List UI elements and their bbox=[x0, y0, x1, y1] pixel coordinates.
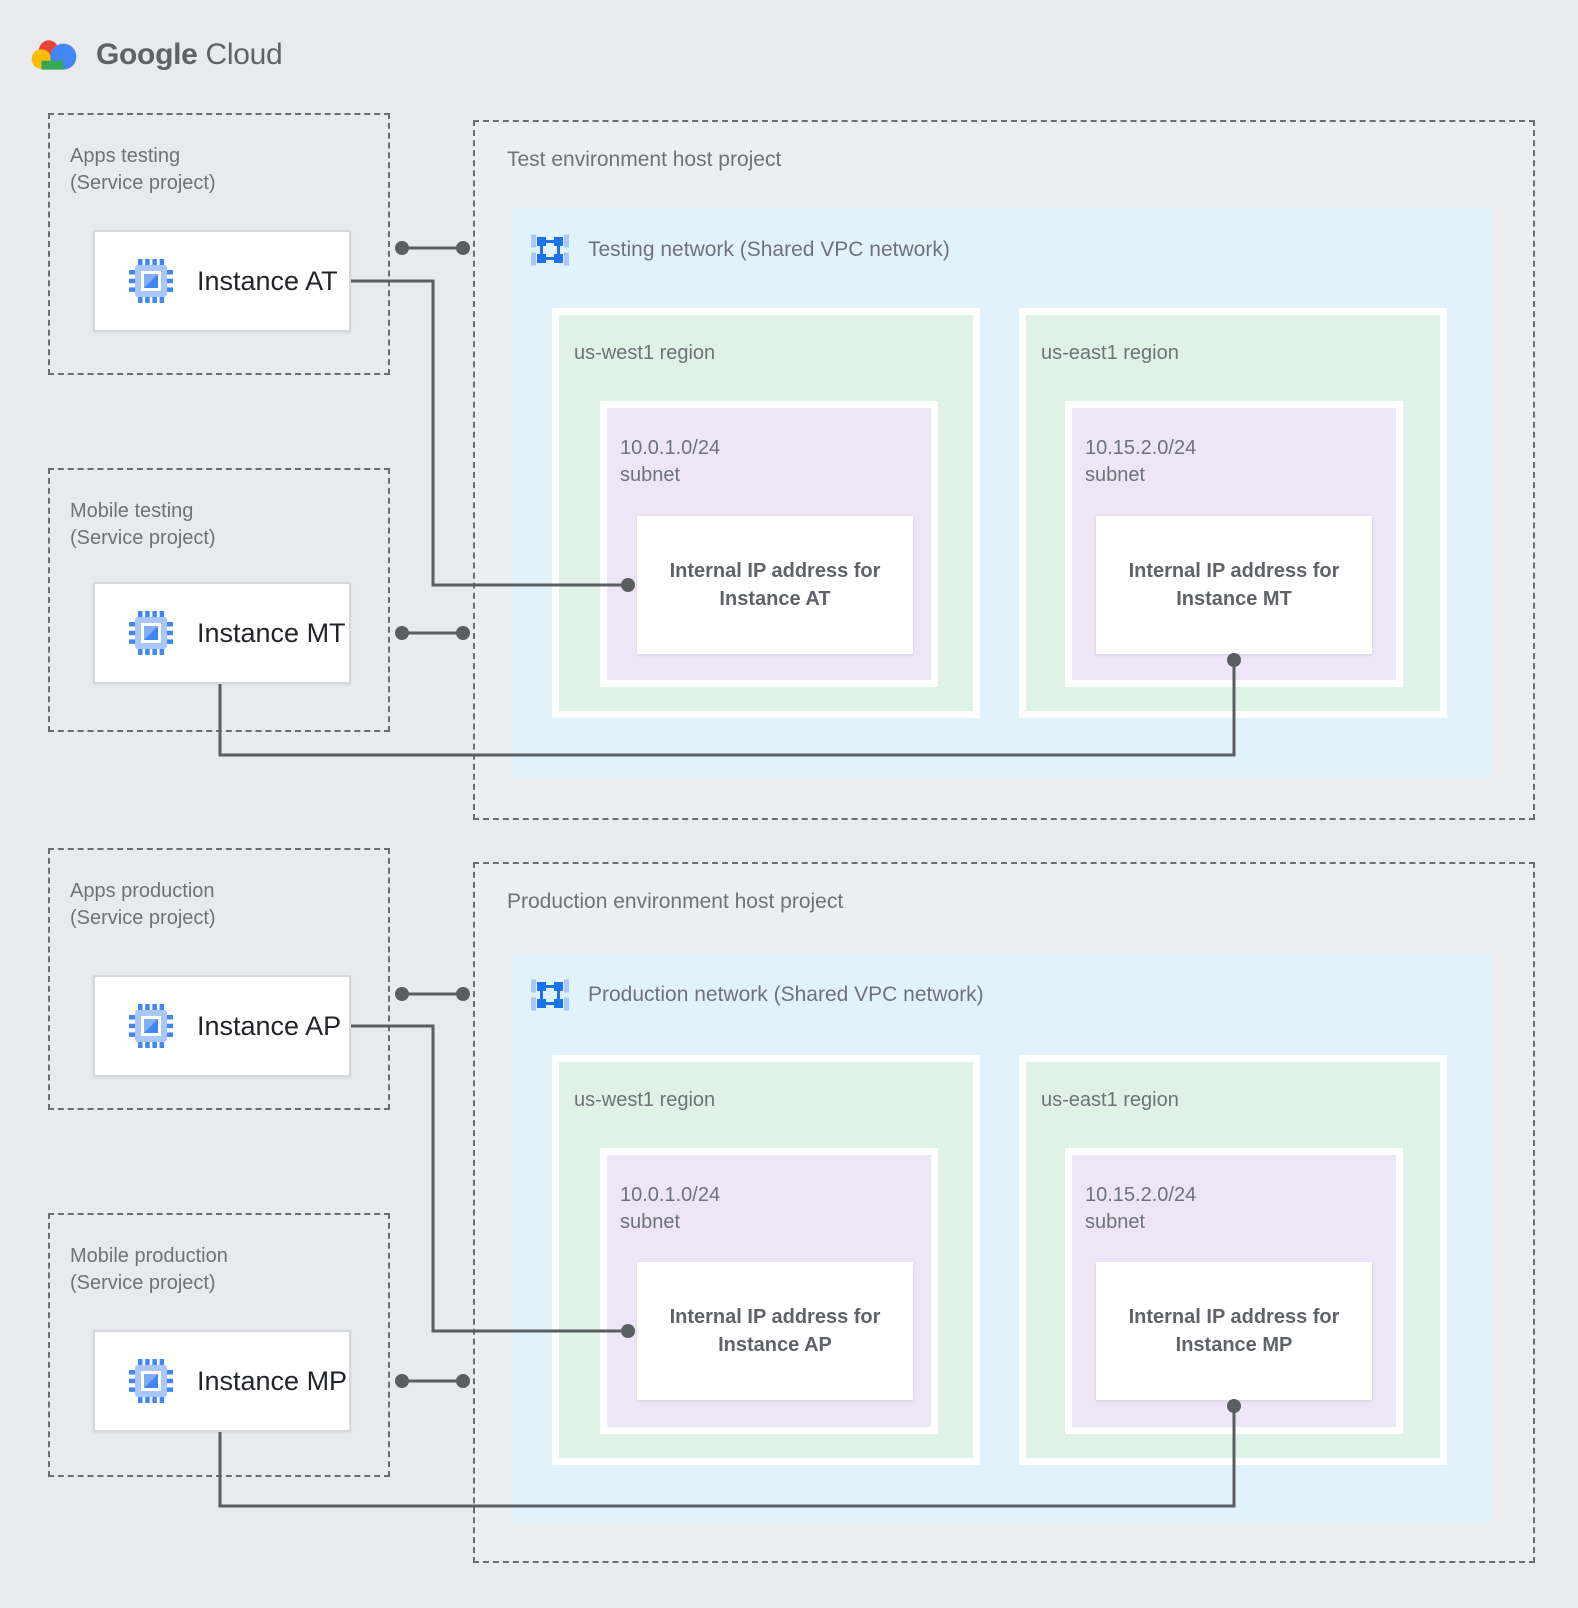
ip-line2: Instance AT bbox=[719, 588, 831, 610]
service-project-label: Mobile production (Service project) bbox=[70, 1243, 228, 1297]
ip-line1: Internal IP address for bbox=[669, 560, 881, 582]
ip-line2: Instance MT bbox=[1176, 588, 1292, 610]
subnet-cidr: 10.15.2.0/24 bbox=[1085, 1184, 1197, 1206]
compute-engine-icon bbox=[129, 611, 173, 655]
production-network-header: Production network (Shared VPC network) bbox=[528, 973, 984, 1017]
subnet-label: 10.0.1.0/24 subnet bbox=[620, 1182, 720, 1236]
internal-ip-box-instance-at: Internal IP address for Instance AT bbox=[637, 516, 913, 654]
compute-engine-icon bbox=[129, 259, 173, 303]
google-cloud-logo-icon bbox=[31, 40, 77, 70]
subnet-word: subnet bbox=[1085, 464, 1146, 486]
testing-network-label: Testing network (Shared VPC network) bbox=[588, 238, 950, 261]
region-label: us-east1 region bbox=[1041, 342, 1179, 364]
subnet-cidr: 10.0.1.0/24 bbox=[620, 1184, 721, 1206]
region-label: us-east1 region bbox=[1041, 1089, 1179, 1111]
internal-ip-text: Internal IP address for Instance AP bbox=[670, 1303, 881, 1359]
production-network-label: Production network (Shared VPC network) bbox=[588, 983, 984, 1006]
testing-network-header: Testing network (Shared VPC network) bbox=[528, 228, 950, 272]
ip-line1: Internal IP address for bbox=[669, 1306, 881, 1328]
ip-line2: Instance AP bbox=[718, 1334, 832, 1356]
ip-line2: Instance MP bbox=[1175, 1334, 1293, 1356]
ip-line1: Internal IP address for bbox=[1128, 1306, 1340, 1328]
instance-at-box: Instance AT bbox=[93, 230, 351, 332]
instance-label: Instance AP bbox=[197, 1010, 342, 1041]
subnet-word: subnet bbox=[620, 1211, 681, 1233]
service-project-name: Mobile production bbox=[70, 1245, 228, 1267]
internal-ip-text: Internal IP address for Instance AT bbox=[670, 557, 881, 613]
connector-dot bbox=[395, 1374, 409, 1388]
internal-ip-box-instance-mt: Internal IP address for Instance MT bbox=[1096, 516, 1372, 654]
instance-label: Instance MP bbox=[197, 1365, 348, 1396]
mobile-production-service-project-box: Mobile production (Service project) bbox=[48, 1213, 390, 1477]
subnet-label: 10.15.2.0/24 subnet bbox=[1085, 1182, 1196, 1236]
service-project-type: (Service project) bbox=[70, 172, 216, 194]
region-label: us-west1 region bbox=[574, 342, 716, 364]
subnet-word: subnet bbox=[1085, 1211, 1146, 1233]
connector-dot bbox=[395, 987, 409, 1001]
instance-label: Instance AT bbox=[197, 265, 338, 296]
vpc-network-icon bbox=[531, 234, 569, 266]
production-host-project-title: Production environment host project bbox=[507, 890, 844, 913]
service-project-type: (Service project) bbox=[70, 907, 216, 929]
internal-ip-text: Internal IP address for Instance MT bbox=[1129, 557, 1340, 613]
internal-ip-text: Internal IP address for Instance MP bbox=[1129, 1303, 1340, 1359]
service-project-label: Mobile testing (Service project) bbox=[70, 498, 216, 552]
internal-ip-box-instance-ap: Internal IP address for Instance AP bbox=[637, 1262, 913, 1400]
compute-engine-icon bbox=[129, 1359, 173, 1403]
service-project-type: (Service project) bbox=[70, 527, 216, 549]
instance-mt-box: Instance MT bbox=[93, 582, 351, 684]
subnet-label: 10.15.2.0/24 subnet bbox=[1085, 435, 1196, 489]
service-project-type: (Service project) bbox=[70, 1272, 216, 1294]
connector-dot bbox=[395, 626, 409, 640]
connector-dot bbox=[395, 241, 409, 255]
ip-line1: Internal IP address for bbox=[1128, 560, 1340, 582]
instance-label: Instance MT bbox=[197, 617, 346, 648]
connector-dot bbox=[456, 987, 470, 1001]
compute-engine-icon bbox=[129, 1004, 173, 1048]
apps-production-service-project-box: Apps production (Service project) bbox=[48, 848, 390, 1110]
service-project-label: Apps production (Service project) bbox=[70, 878, 216, 932]
subnet-cidr: 10.0.1.0/24 bbox=[620, 437, 721, 459]
instance-mp-box: Instance MP bbox=[93, 1330, 351, 1432]
connector-dot bbox=[456, 1374, 470, 1388]
connector-dot bbox=[456, 241, 470, 255]
service-project-name: Apps testing bbox=[70, 145, 181, 167]
subnet-cidr: 10.15.2.0/24 bbox=[1085, 437, 1197, 459]
apps-testing-service-project-box: Apps testing (Service project) bbox=[48, 113, 390, 375]
vpc-network-icon bbox=[531, 979, 569, 1011]
subnet-label: 10.0.1.0/24 subnet bbox=[620, 435, 720, 489]
test-host-project-title: Test environment host project bbox=[507, 148, 782, 171]
internal-ip-box-instance-mp: Internal IP address for Instance MP bbox=[1096, 1262, 1372, 1400]
instance-ap-box: Instance AP bbox=[93, 975, 351, 1077]
logo-product: Cloud bbox=[205, 38, 283, 71]
service-project-name: Mobile testing bbox=[70, 500, 194, 522]
logo-brand: Google bbox=[96, 38, 198, 71]
connector-dot bbox=[456, 626, 470, 640]
subnet-word: subnet bbox=[620, 464, 681, 486]
region-label: us-west1 region bbox=[574, 1089, 716, 1111]
service-project-name: Apps production bbox=[70, 880, 215, 902]
service-project-label: Apps testing (Service project) bbox=[70, 143, 216, 197]
